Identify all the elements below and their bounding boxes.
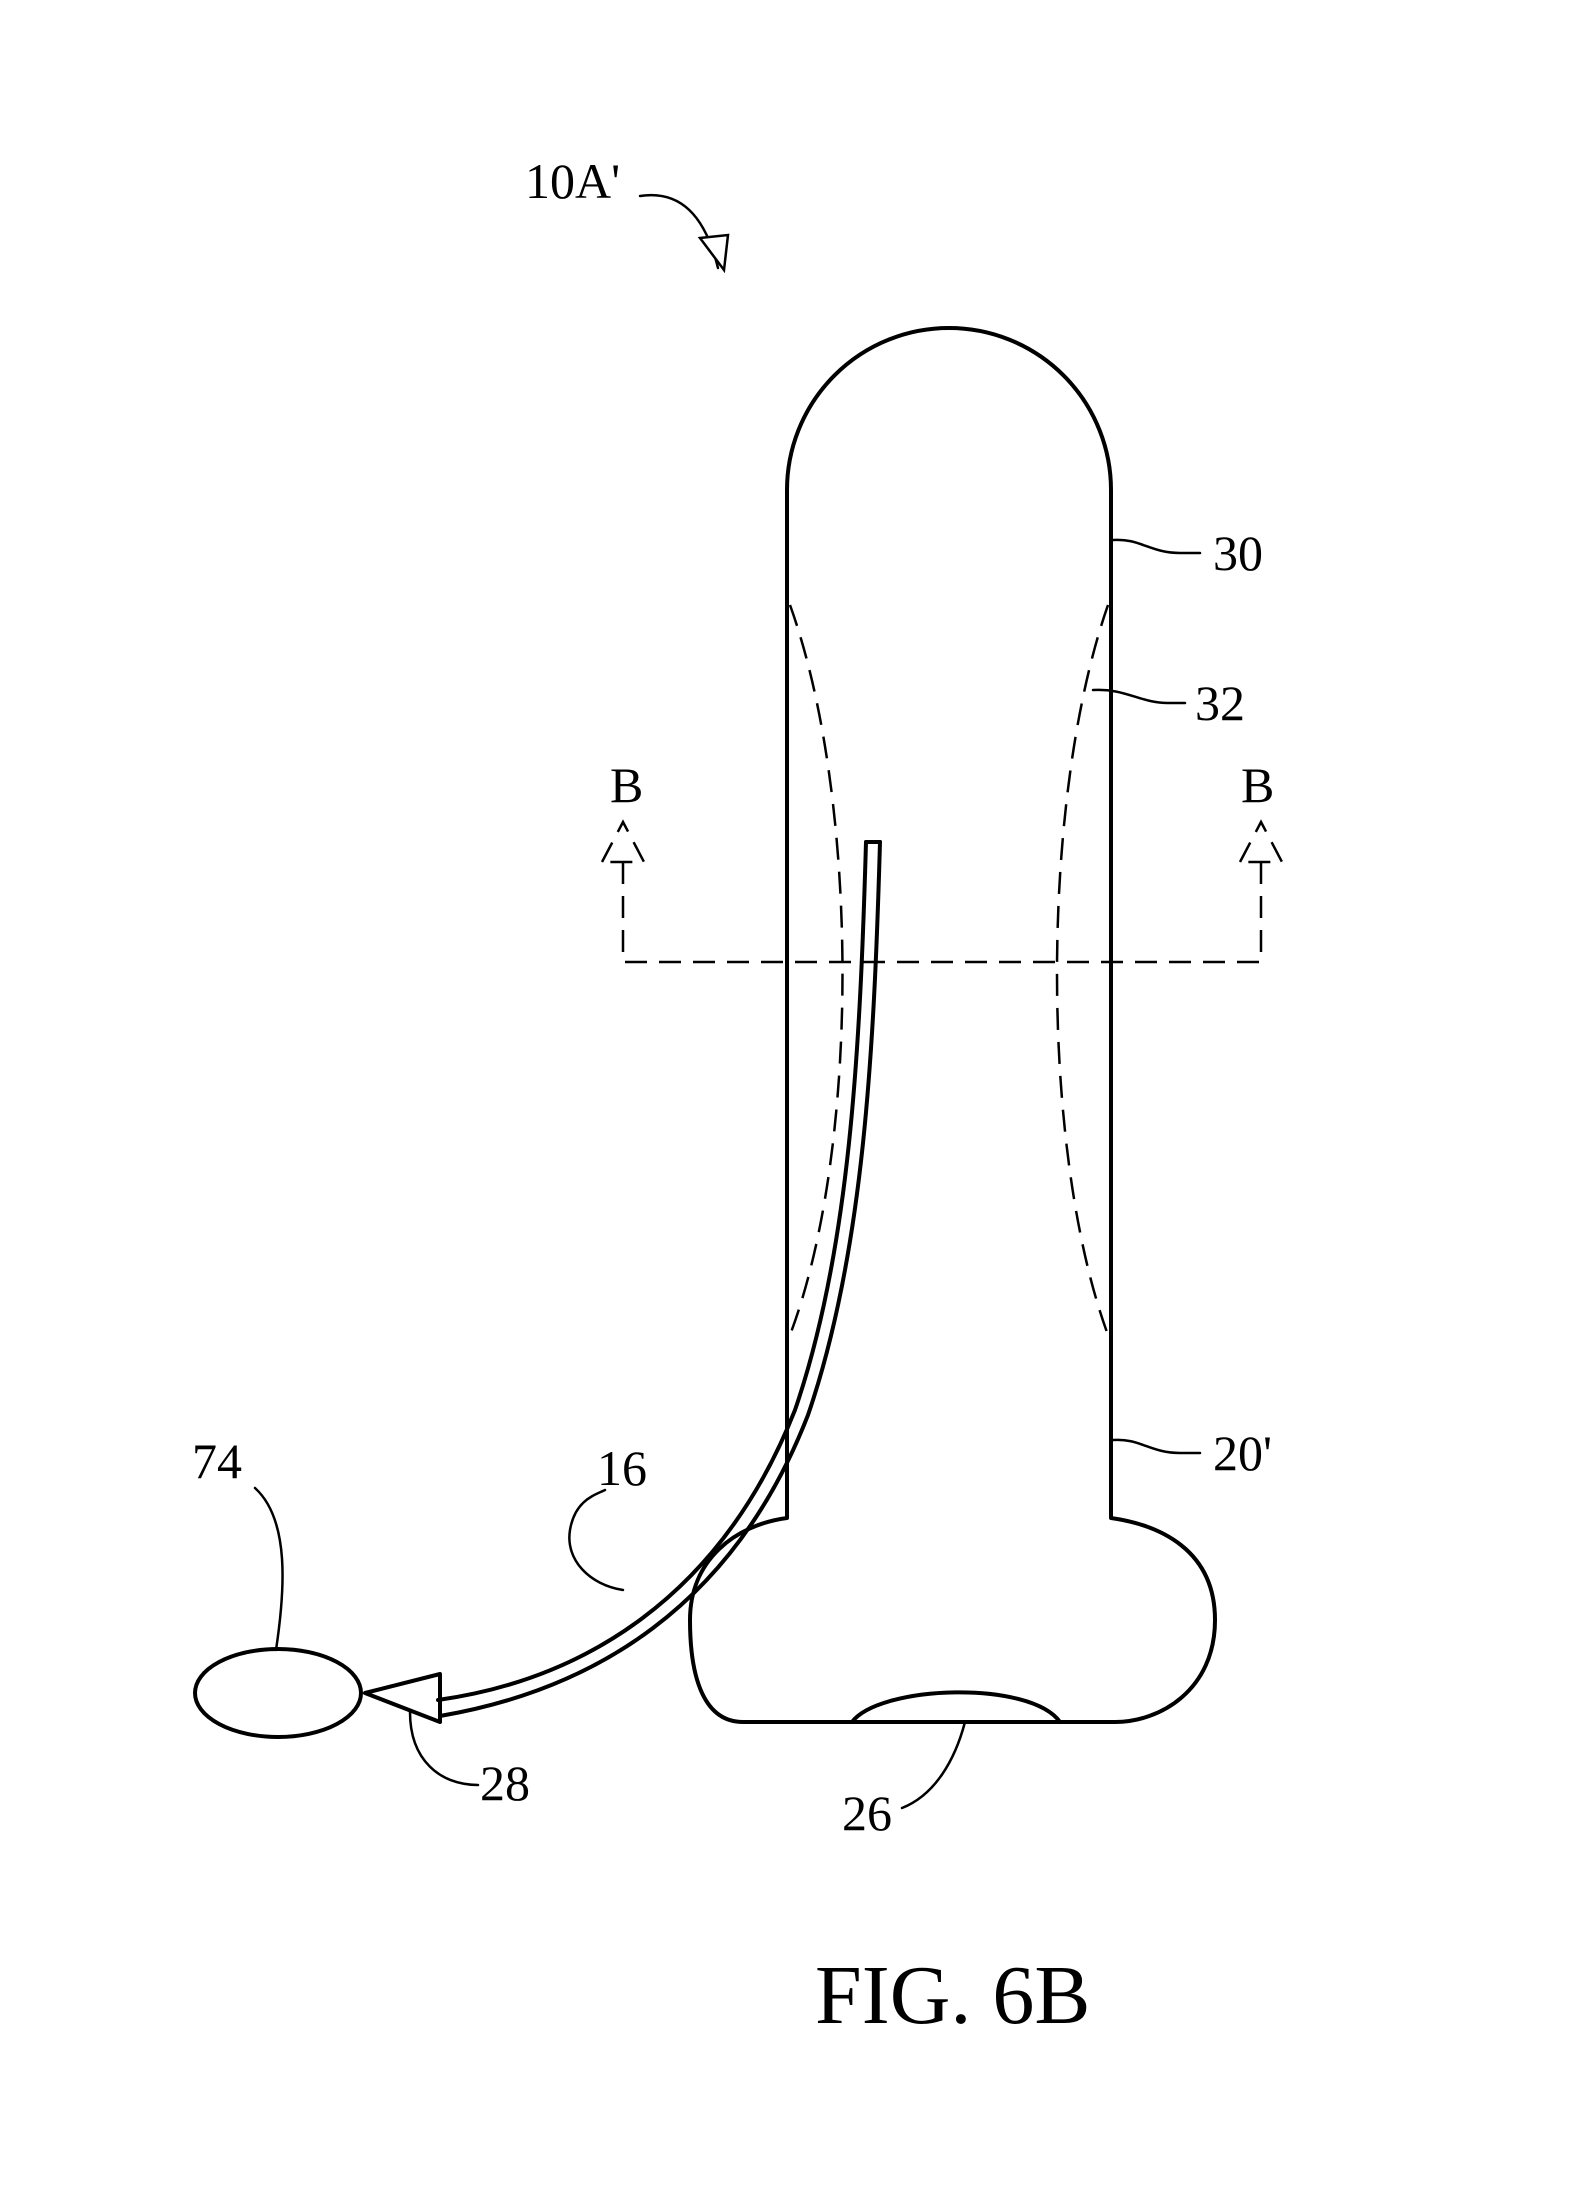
label-base-window: 26 (842, 1785, 892, 1841)
section-line-bb (623, 862, 1261, 962)
label-section-left: B (610, 757, 643, 813)
base-window-arc (852, 1692, 1060, 1722)
nozzle-tip (365, 1674, 440, 1722)
inner-wall-right (1057, 605, 1108, 1335)
section-arrow-left (602, 822, 644, 862)
inner-wall-left (790, 605, 843, 1335)
leader-cap (1113, 540, 1200, 553)
label-cap: 30 (1213, 525, 1263, 581)
leader-tube (569, 1490, 623, 1590)
tube-right-wall (440, 842, 880, 1716)
label-bulb: 74 (192, 1433, 242, 1489)
label-body: 20' (1213, 1425, 1272, 1481)
figure-caption: FIG. 6B (815, 1949, 1090, 2042)
leader-bulb (255, 1488, 283, 1650)
leader-inner-wall (1093, 690, 1185, 703)
label-inner-wall: 32 (1195, 675, 1245, 731)
label-nozzle: 28 (480, 1755, 530, 1811)
label-section-right: B (1241, 757, 1274, 813)
leader-body (1113, 1440, 1200, 1453)
device-body-outline (690, 328, 1215, 1722)
leader-base-window (902, 1722, 965, 1808)
section-arrow-right (1240, 822, 1282, 862)
tube-left-wall (438, 842, 866, 1700)
assembly-arrowhead (700, 235, 728, 270)
bulb-ellipse (195, 1649, 361, 1737)
label-tube: 16 (597, 1440, 647, 1496)
assembly-leader-arrow (640, 195, 718, 268)
label-assembly: 10A' (525, 153, 620, 209)
leader-nozzle (410, 1712, 478, 1785)
